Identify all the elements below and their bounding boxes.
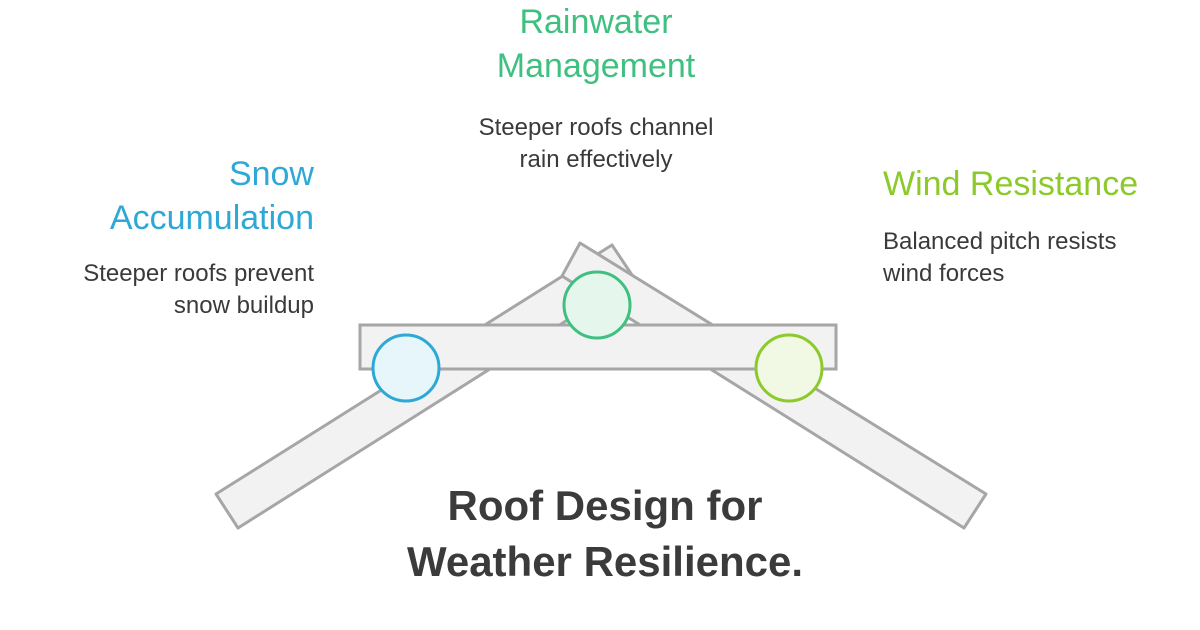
rain-node <box>562 270 632 340</box>
snow-node <box>371 333 441 403</box>
rainwater-management-description: Steeper roofs channel rain effectively <box>478 114 714 173</box>
wind-resistance-description: Balanced pitch resists wind forces <box>883 228 1117 287</box>
rainwater-management-heading: Rainwater Management <box>496 3 696 85</box>
snow-accumulation-description: Steeper roofs prevent snow buildup <box>83 260 314 319</box>
wind-node <box>754 333 824 403</box>
snow-accumulation-heading: Snow Accumulation <box>109 155 314 237</box>
wind-resistance-heading: Wind Resistance <box>883 165 1139 203</box>
diagram-title: Roof Design for Weather Resilience. <box>406 482 804 585</box>
